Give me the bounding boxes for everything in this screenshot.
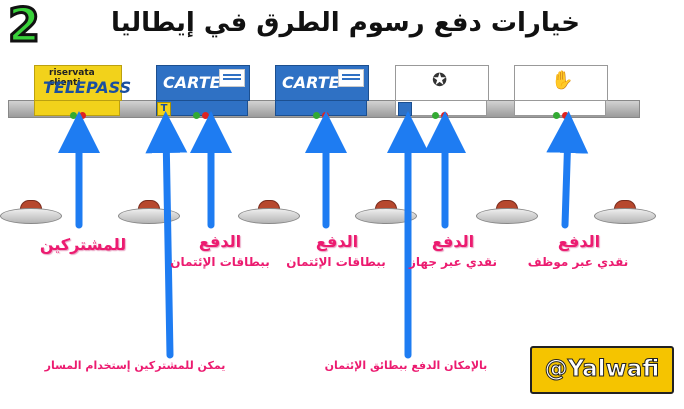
arrow-cash-staff	[565, 132, 568, 225]
label-card-1-title: الدفع	[185, 232, 255, 251]
label-card-2-title: الدفع	[302, 232, 372, 251]
author-handle-badge: @Yalwafi	[530, 346, 674, 394]
label-staff-title: الدفع	[544, 232, 614, 251]
label-machine-title: الدفع	[418, 232, 488, 251]
label-staff-sub: نقدي عبر موظف	[522, 255, 634, 269]
label-subscribers: للمشتركين	[28, 235, 138, 254]
author-handle: @Yalwafi	[532, 348, 672, 390]
arrow-telepass-lane	[166, 132, 170, 355]
note-subscribers-lane: يمكن للمشتركين إستخدام المسار	[30, 359, 240, 372]
note-card-lane: بالإمكان الدفع ببطائق الإئتمان	[296, 359, 516, 372]
label-card-1-sub: ببطاقات الإئتمان	[160, 255, 280, 269]
label-machine-sub: نقدي عبر جهاز	[398, 255, 508, 269]
label-card-2-sub: ببطاقات الإئتمان	[276, 255, 396, 269]
